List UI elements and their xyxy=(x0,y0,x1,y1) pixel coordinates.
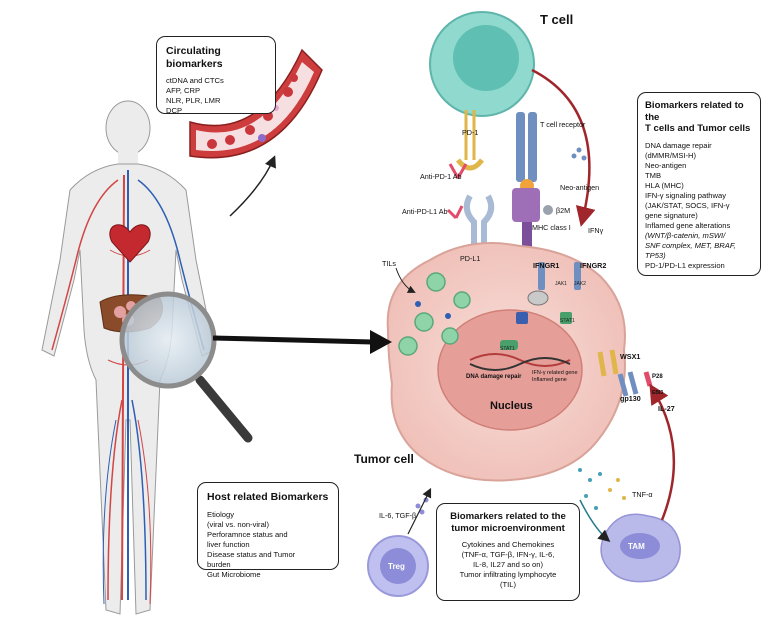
receptor-complex xyxy=(446,110,587,258)
tcr-label: T cell receptor xyxy=(540,120,586,129)
ebi3-label: EBI3 xyxy=(652,390,664,396)
list-item: Perforamnce status and liver function xyxy=(207,529,288,549)
jak2-label: JAK2 xyxy=(574,281,586,287)
wsx1-label: WSX1 xyxy=(620,352,641,361)
b2m-label: β2M xyxy=(556,206,571,215)
list-item: Tumor infiltrating lymphocyte (TIL) xyxy=(459,570,557,589)
box-items: ctDNA and CTCs AFP, CRP NLR, PLR, LMR DC… xyxy=(166,76,266,116)
ifngr1-label: IFNGR1 xyxy=(533,261,560,270)
host-biomarkers-box: Host related Biomarkers Etiology (viral … xyxy=(197,482,339,579)
dna-repair-label: DNA damage repair xyxy=(466,374,522,380)
tam-cell xyxy=(600,513,681,583)
il6-label: IL-6, TGF-β xyxy=(379,511,417,520)
jak1-label: JAK1 xyxy=(555,281,567,287)
box-items: Cytokines and Chemokines (TNF-α, TGF-β, … xyxy=(443,540,573,590)
list-item: ctDNA and CTCs xyxy=(166,76,224,86)
treg-label: Treg xyxy=(388,562,405,571)
list-item: Inflamed gene alterations xyxy=(645,220,731,230)
list-item: IFN-γ signaling pathway (JAK/STAT, SOCS,… xyxy=(645,190,730,220)
list-item: HLA (MHC) xyxy=(645,180,684,190)
tnfa-label: TNF-α xyxy=(632,490,653,499)
blood-vessel xyxy=(189,48,323,159)
ifn-gene-label: IFN-γ related gene Inflamed gene xyxy=(532,370,578,383)
list-item: Etiology (viral vs. non-viral) xyxy=(207,509,270,529)
list-item: AFP, CRP xyxy=(166,86,201,96)
pd1-label: PD-1 xyxy=(462,128,479,137)
box-title: Biomarkers related to the tumor microenv… xyxy=(450,511,566,534)
t-cell-label: T cell xyxy=(540,12,574,27)
tumor-cell-label: Tumor cell xyxy=(354,452,414,466)
tcell-tumor-biomarkers-box: Biomarkers related to the T cells and Tu… xyxy=(637,92,761,276)
box-items: DNA damage repair (dMMR/MSI-H) Neo-antig… xyxy=(645,141,753,271)
tam-label: TAM xyxy=(628,542,645,551)
p28-label: P28 xyxy=(652,374,663,380)
tumor-cell xyxy=(386,242,653,482)
list-item: DNA damage repair (dMMR/MSI-H) xyxy=(645,140,712,160)
list-item: Disease status and Tumor burden xyxy=(207,549,296,569)
arrows xyxy=(212,68,676,542)
pdl1-label: PD-L1 xyxy=(460,254,481,263)
box-title: Host related Biomarkers xyxy=(207,491,329,503)
list-item: DCP xyxy=(166,106,183,116)
anti-pdl1-label: Anti-PD-L1 Ab xyxy=(402,207,448,216)
stat1b-label: STAT1 xyxy=(560,318,575,324)
treg-cell xyxy=(367,535,429,597)
box-title: Biomarkers related to the T cells and Tu… xyxy=(645,100,751,134)
t-cell xyxy=(429,11,535,117)
box-title: Circulating biomarkers xyxy=(166,45,223,70)
stat1-label: STAT1 xyxy=(500,346,515,352)
list-item: NLR, PLR, LMR xyxy=(166,96,221,106)
tils-label: TILs xyxy=(382,259,396,268)
ifng-label: IFNγ xyxy=(588,226,604,235)
gp130-label: gp130 xyxy=(620,394,641,403)
list-item: PD-1/PD-L1 expression xyxy=(645,260,725,270)
list-item: Neo-antigen xyxy=(645,160,687,170)
anti-pd1-label: Anti-PD-1 Ab xyxy=(420,172,462,181)
human-body xyxy=(41,100,215,615)
mhc1-label: MHC class I xyxy=(532,223,571,232)
list-item: Cytokines and Chemokines (TNF-α, TGF-β, … xyxy=(461,540,555,569)
ifngr2-label: IFNGR2 xyxy=(580,261,607,270)
box-items: Etiology (viral vs. non-viral) Perforamn… xyxy=(207,510,329,580)
nucleus-label: Nucleus xyxy=(490,400,533,412)
list-item: TMB xyxy=(645,170,662,180)
list-item: Gut Microbiome xyxy=(207,569,261,579)
neo-antigen-label: Neo-antigen xyxy=(560,183,600,192)
tme-biomarkers-box: Biomarkers related to the tumor microenv… xyxy=(436,503,580,601)
list-item-italic: (WNT/β-catenin, mSWI/ SNF complex, MET, … xyxy=(645,230,736,260)
circulating-biomarkers-box: Circulating biomarkers ctDNA and CTCs AF… xyxy=(156,36,276,116)
il27-label: IL-27 xyxy=(658,404,675,413)
